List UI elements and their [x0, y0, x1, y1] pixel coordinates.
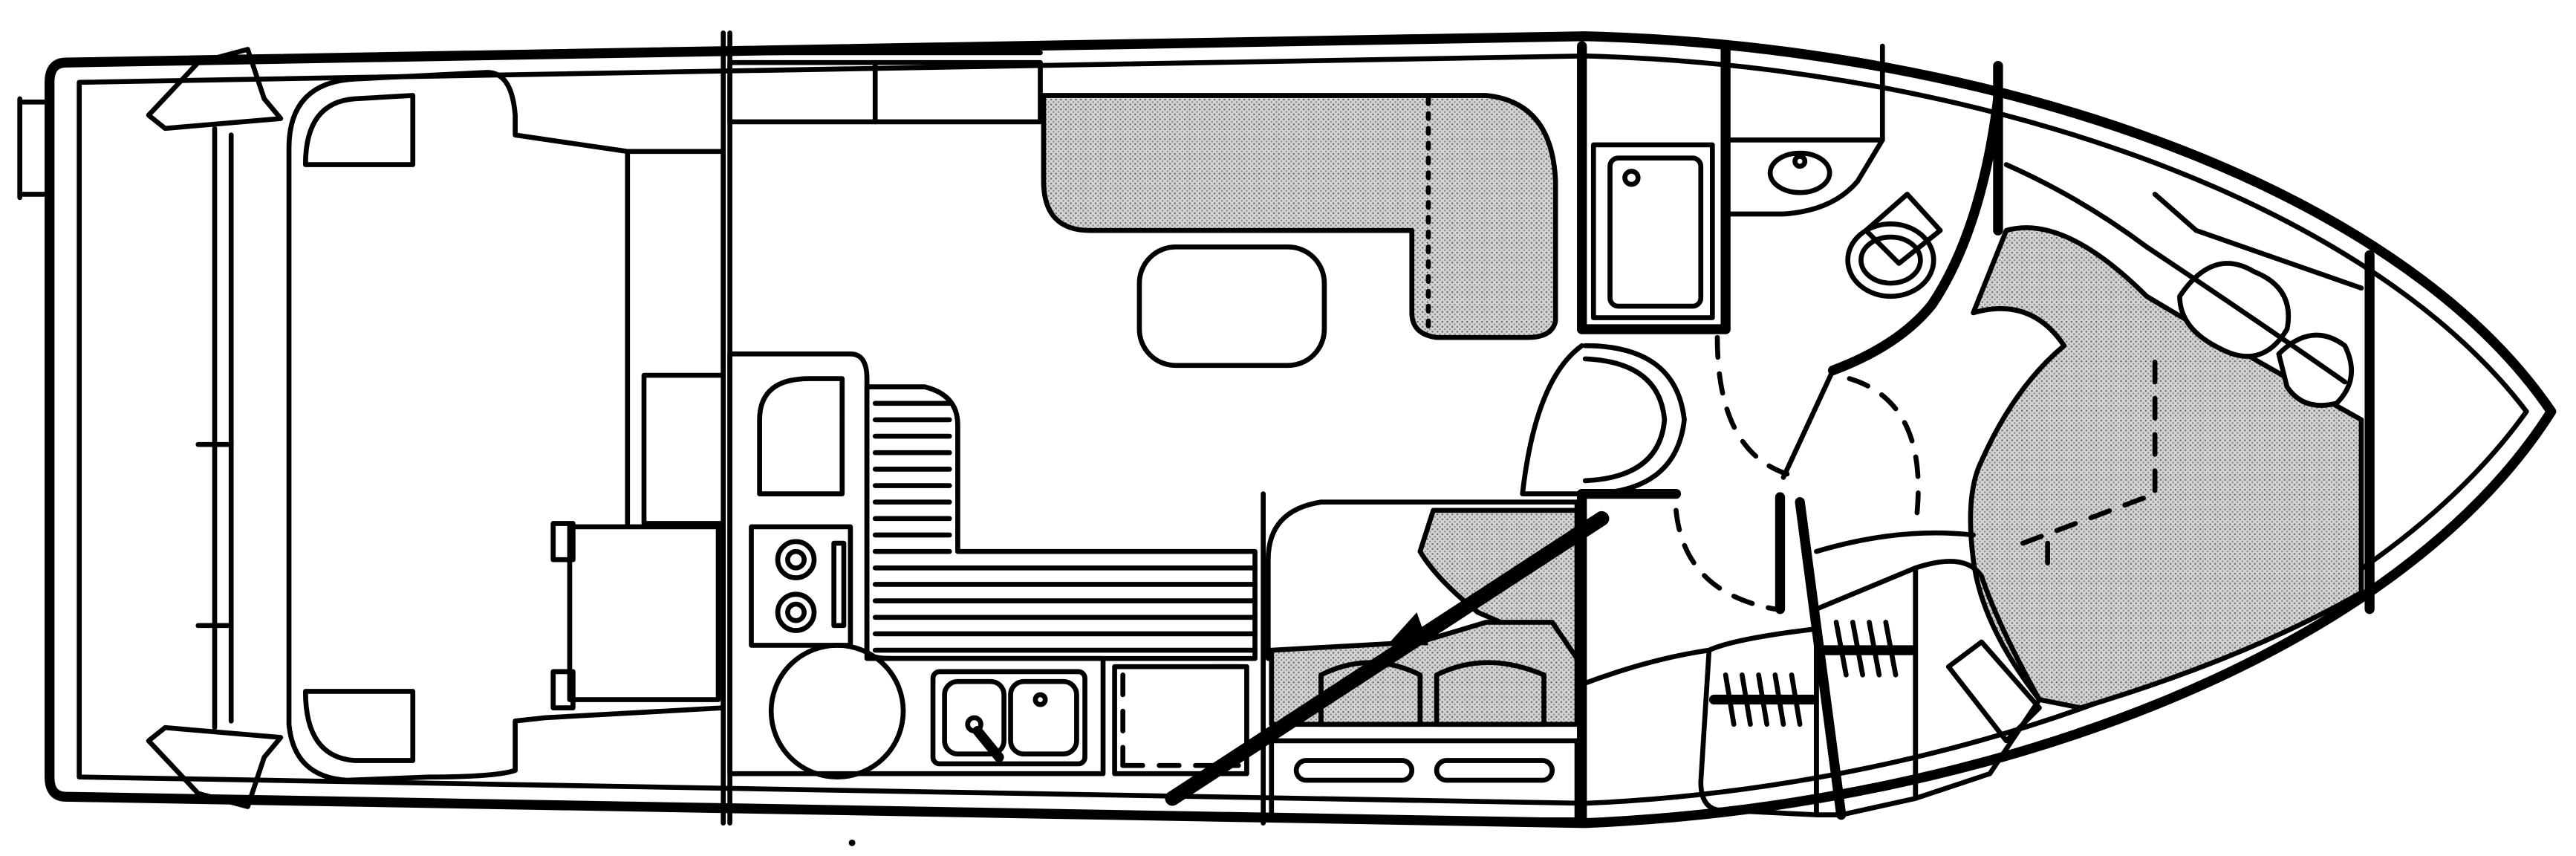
- stairs: [864, 384, 1258, 661]
- companionway-arrow: [1165, 510, 1610, 806]
- salon: [721, 30, 1610, 826]
- helm-seat: [302, 93, 416, 167]
- hanging-lockers: [1582, 497, 2042, 820]
- galley-sink: [930, 669, 1087, 767]
- cockpit-hatch: [567, 524, 721, 702]
- vanity-sink: [1767, 150, 1832, 195]
- hull: [17, 31, 2557, 829]
- shower-stall: [1590, 142, 1715, 320]
- passage: [1520, 343, 1786, 615]
- refrigerator: [1112, 664, 1249, 776]
- salon-table: [1136, 244, 1327, 369]
- galley-round-top: [768, 643, 906, 779]
- swim-ladder: [17, 96, 53, 201]
- cockpit: [146, 47, 726, 809]
- hangers-right: [1819, 620, 1917, 678]
- microwave: [757, 376, 845, 496]
- hangers-left: [1708, 672, 1818, 727]
- stove: [749, 524, 853, 648]
- head-compartment: [1577, 41, 2003, 825]
- galley: [727, 351, 1266, 826]
- salon-settee: [1041, 93, 1558, 340]
- v-berth: [1968, 225, 2364, 710]
- forward-cabin: [1968, 162, 2375, 710]
- toilet: [1845, 192, 1943, 299]
